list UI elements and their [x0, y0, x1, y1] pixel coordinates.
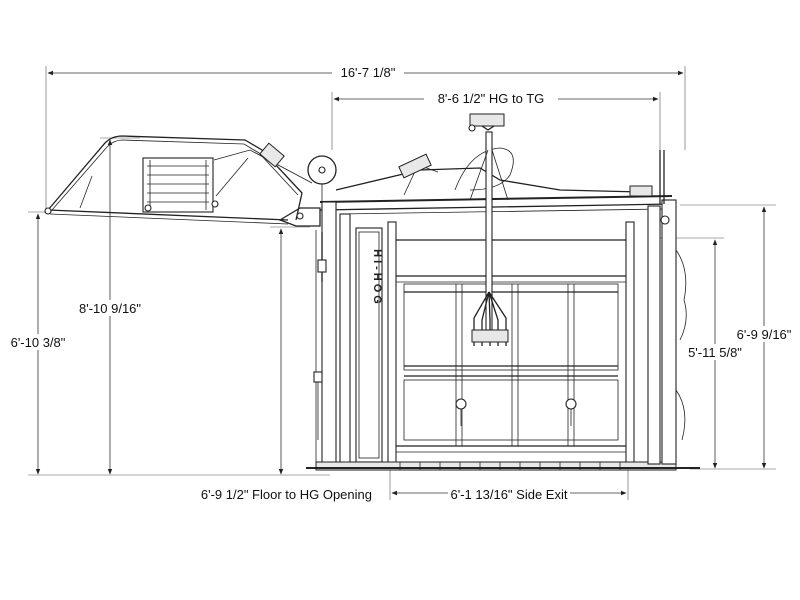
- brand-label: HI-HOG: [371, 249, 383, 307]
- hg-to-tg-label: 8'-6 1/2" HG to TG: [438, 91, 545, 106]
- headgate-hinge: [296, 212, 304, 220]
- headgate-grill-panel: [142, 157, 214, 213]
- nose-tong-assembly: [471, 329, 509, 343]
- left-latch: [455, 398, 467, 410]
- tailgate-handle: [660, 215, 670, 225]
- right-inner-height-label: 5'-11 5/8": [688, 345, 742, 360]
- top-mechanism: [307, 147, 653, 202]
- right-total-height-label: 6'-9 9/16": [737, 327, 792, 342]
- top-control-handle: [469, 113, 505, 127]
- overall-height-label: 6'-10 3/8": [11, 335, 66, 350]
- chute-frame: HI-HOG: [306, 150, 700, 471]
- right-latch: [565, 398, 577, 410]
- side-exit-label: 6'-1 13/16" Side Exit: [451, 487, 568, 502]
- chute-floor: [315, 461, 677, 471]
- floor-cleats: [399, 462, 621, 470]
- tailgate-post: [647, 205, 661, 465]
- raised-head-gate: [44, 135, 321, 227]
- floor-to-hg-opening-label: 6'-9 1/2" Floor to HG Opening: [201, 487, 372, 502]
- brand-side-panel: [355, 227, 383, 463]
- headgate-post: [321, 201, 337, 465]
- grill-slats: [147, 160, 209, 210]
- overall-length-label: 16'-7 1/8": [341, 65, 396, 80]
- raised-headgate-height-label: 8'-10 9/16": [79, 301, 141, 316]
- neck-extender: [468, 113, 509, 346]
- headgate-adjustment-rods: [313, 232, 327, 440]
- dimension-labels: 16'-7 1/8" 8'-6 1/2" HG to TG 6'-10 3/8"…: [4, 64, 796, 502]
